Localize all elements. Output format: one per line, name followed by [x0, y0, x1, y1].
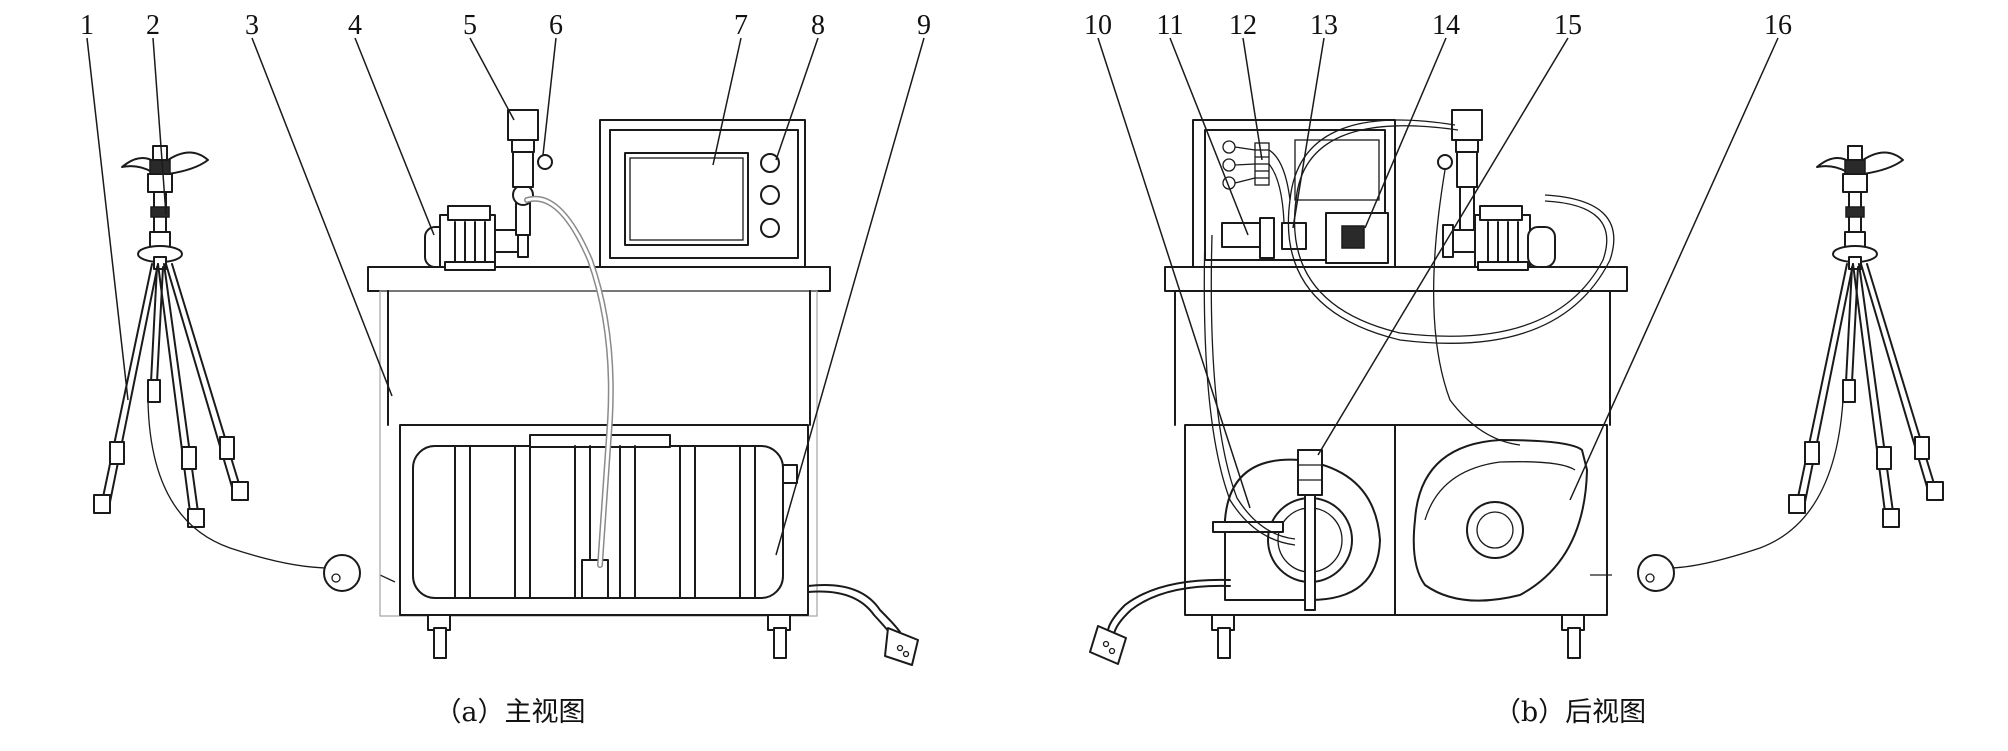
callout-3: 3: [245, 10, 259, 41]
leader-lines: [86, 37, 1779, 556]
callout-8: 8: [811, 10, 825, 41]
round-sensor-front: [323, 554, 361, 592]
callout-1: 1: [80, 10, 94, 41]
caption-front-view: （a）主视图: [434, 697, 585, 728]
callout-7: 7: [734, 10, 748, 41]
callout-14: 14: [1432, 10, 1460, 41]
callout-13: 13: [1310, 10, 1338, 41]
tripod-sprinkler-front: [93, 145, 249, 528]
callout-9: 9: [917, 10, 931, 41]
callout-15: 15: [1554, 10, 1582, 41]
callout-5: 5: [463, 10, 477, 41]
tripod-sprinkler-back: [1788, 145, 1944, 528]
caption-back-view: （b）后视图: [1494, 697, 1646, 728]
callout-10: 10: [1084, 10, 1112, 41]
callout-4: 4: [348, 10, 362, 41]
callout-12: 12: [1229, 10, 1257, 41]
callout-6: 6: [549, 10, 563, 41]
callout-2: 2: [146, 10, 160, 41]
callout-numbers: 1 2 3 4 5 6 7 8 9 10 11 12 13 14 15 16: [80, 10, 1792, 41]
round-sensor-back: [1637, 554, 1675, 592]
callout-11: 11: [1157, 10, 1184, 41]
front-view: [93, 109, 919, 666]
back-view: [1089, 109, 1944, 665]
callout-16: 16: [1764, 10, 1792, 41]
